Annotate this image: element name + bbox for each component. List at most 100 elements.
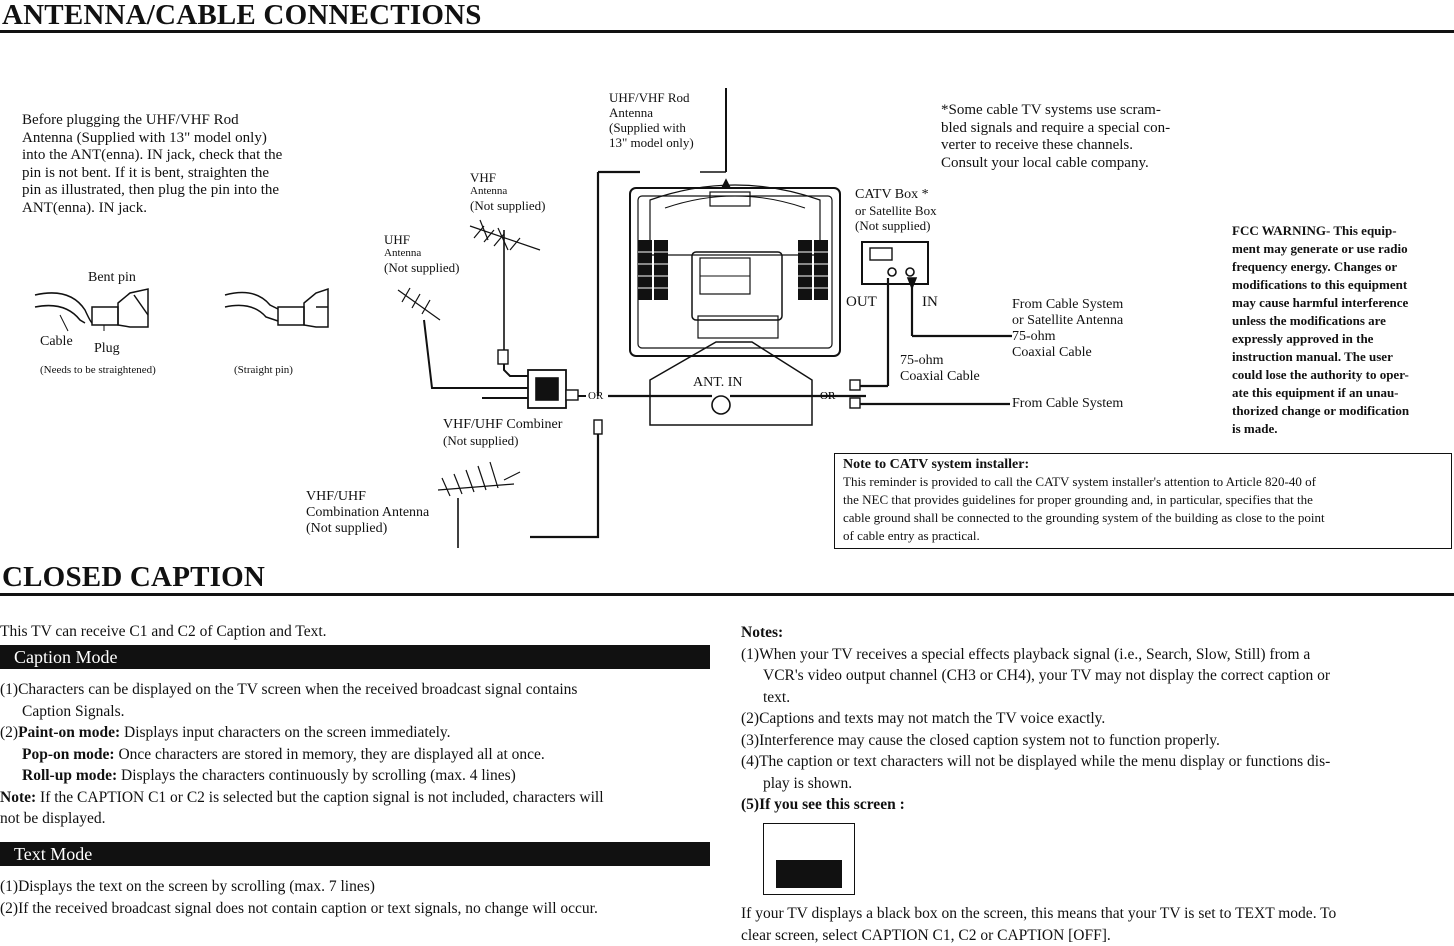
label-line: (Not supplied)	[470, 198, 545, 213]
intro-line: ANT(enna). IN jack.	[22, 200, 352, 218]
fcc-line: FCC WARNING- This equip-	[1232, 222, 1454, 240]
intro-line: pin as illustrated, then plug the pin in…	[22, 182, 352, 200]
fcc-line: ment may generate or use radio	[1232, 240, 1454, 258]
item-line: (2)Paint-on mode: Displays input charact…	[0, 722, 720, 744]
intro-line: Antenna (Supplied with 13" model only)	[22, 130, 352, 148]
from-cable-satellite-label: From Cable System or Satellite Antenna 7…	[1012, 297, 1123, 361]
fcc-line: frequency energy. Changes or	[1232, 258, 1454, 276]
needs-straightening-label: (Needs to be straightened)	[40, 364, 156, 377]
label-line: or Satellite Box	[855, 203, 937, 218]
explanation-line: If your TV displays a black box on the s…	[741, 903, 1453, 925]
item-line: Pop-on mode: Once characters are stored …	[0, 744, 720, 766]
fcc-line: could lose the authority to oper-	[1232, 366, 1454, 384]
label-line: VHF/UHF	[306, 489, 429, 505]
label-line: 13" model only)	[609, 135, 694, 150]
tv-screen-illustration	[763, 823, 855, 895]
note-line: play is shown.	[741, 773, 1451, 795]
fcc-line: may cause harmful interference	[1232, 294, 1454, 312]
bent-pin-label: Bent pin	[88, 270, 136, 286]
combiner-label: VHF/UHF Combiner (Not supplied)	[443, 417, 562, 448]
vhf-antenna-label: VHF Antenna (Not supplied)	[470, 170, 545, 213]
item-line: Roll-up mode: Displays the characters co…	[0, 765, 720, 787]
intro-paragraph: Before plugging the UHF/VHF Rod Antenna …	[22, 112, 352, 217]
fcc-line: ate this equipment if an unau-	[1232, 384, 1454, 402]
ant-in-label: ANT. IN	[693, 375, 743, 391]
fcc-line: modifications to this equipment	[1232, 276, 1454, 294]
text-mode-items: (1)Displays the text on the screen by sc…	[0, 876, 720, 919]
straight-pin-label: (Straight pin)	[234, 364, 293, 377]
text-mode-bar: Text Mode	[0, 842, 710, 866]
notes-block: Notes: (1)When your TV receives a specia…	[741, 622, 1451, 816]
in-label: IN	[922, 294, 938, 312]
label-line: Antenna	[470, 185, 545, 198]
note-line: Consult your local cable company.	[941, 155, 1170, 173]
label-line: VHF	[470, 170, 545, 185]
item-line: Caption Signals.	[0, 701, 720, 723]
note-line: (4)The caption or text characters will n…	[741, 751, 1451, 773]
note-line: (2)Captions and texts may not match the …	[741, 708, 1451, 730]
note-line: cable ground shall be connected to the g…	[843, 509, 1443, 527]
item-line: (2)If the received broadcast signal does…	[0, 898, 720, 920]
section-heading-antenna: ANTENNA/CABLE CONNECTIONS	[2, 0, 482, 30]
note-title: Note to CATV system installer:	[843, 457, 1443, 473]
label-line: UHF/VHF Rod	[609, 90, 694, 105]
label-line: (Not supplied)	[443, 433, 562, 448]
note-line: This reminder is provided to call the CA…	[843, 473, 1443, 491]
label-line: Coaxial Cable	[1012, 345, 1123, 361]
fcc-line: thorized change or modification	[1232, 402, 1454, 420]
label-line: (Supplied with	[609, 120, 694, 135]
fcc-warning: FCC WARNING- This equip- ment may genera…	[1232, 222, 1454, 438]
note-body: This reminder is provided to call the CA…	[843, 473, 1443, 545]
or-label-right: OR	[820, 390, 835, 403]
label-line: (Not supplied)	[306, 521, 429, 537]
note-line: (1)When your TV receives a special effec…	[741, 644, 1451, 666]
section-heading-caption: CLOSED CAPTION	[2, 562, 265, 592]
out-label: OUT	[846, 294, 877, 312]
rod-antenna-label: UHF/VHF Rod Antenna (Supplied with 13" m…	[609, 90, 694, 150]
catv-installer-note: Note to CATV system installer: This remi…	[834, 453, 1452, 549]
note-line: (3)Interference may cause the closed cap…	[741, 730, 1451, 752]
pop-on-term: Pop-on mode:	[22, 746, 115, 763]
note-line: VCR's video output channel (CH3 or CH4),…	[741, 665, 1451, 687]
label-line: Combination Antenna	[306, 505, 429, 521]
or-label-left: OR	[588, 390, 603, 403]
cable-label: Cable	[40, 334, 73, 350]
note-line: *Some cable TV systems use scram-	[941, 102, 1170, 120]
fcc-line: instruction manual. The user	[1232, 348, 1454, 366]
caption-mode-bar: Caption Mode	[0, 645, 710, 669]
heading-rule	[0, 593, 1454, 596]
note-term: Note:	[0, 789, 36, 806]
intro-line: pin is not bent. If it is bent, straight…	[22, 165, 352, 183]
item-line: not be displayed.	[0, 808, 720, 830]
note-line: the NEC that provides guidelines for pro…	[843, 491, 1443, 509]
caption-intro: This TV can receive C1 and C2 of Caption…	[0, 621, 327, 643]
item-number: (2)	[0, 724, 18, 741]
label-line: Antenna	[384, 247, 459, 260]
caption-mode-items: (1)Characters can be displayed on the TV…	[0, 679, 720, 830]
uhf-antenna-label: UHF Antenna (Not supplied)	[384, 232, 459, 275]
notes-title: Notes:	[741, 622, 1451, 644]
note-line: bled signals and require a special con-	[941, 120, 1170, 138]
scrambled-note: *Some cable TV systems use scram- bled s…	[941, 102, 1170, 172]
heading-rule	[0, 30, 1454, 33]
intro-line: Before plugging the UHF/VHF Rod	[22, 112, 352, 130]
combination-antenna-label: VHF/UHF Combination Antenna (Not supplie…	[306, 489, 429, 537]
note-line: text.	[741, 687, 1451, 709]
fcc-line: unless the modifications are	[1232, 312, 1454, 330]
label-line: 75-ohm	[900, 353, 980, 369]
item-line: Note: If the CAPTION C1 or C2 is selecte…	[0, 787, 720, 809]
item-line: (1)Displays the text on the screen by sc…	[0, 876, 720, 898]
fcc-line: expressly approved in the	[1232, 330, 1454, 348]
fcc-line: is made.	[1232, 420, 1454, 438]
label-line: VHF/UHF Combiner	[443, 417, 562, 433]
item-text: If the CAPTION C1 or C2 is selected but …	[36, 789, 603, 806]
roll-up-term: Roll-up mode:	[22, 767, 117, 784]
item-text: Once characters are stored in memory, th…	[115, 746, 545, 763]
label-line: UHF	[384, 232, 459, 247]
label-line: Coaxial Cable	[900, 369, 980, 385]
label-line: 75-ohm	[1012, 329, 1123, 345]
note-line: verter to receive these channels.	[941, 137, 1170, 155]
catv-box-label: CATV Box * or Satellite Box (Not supplie…	[855, 187, 937, 233]
coax-75-label: 75-ohm Coaxial Cable	[900, 353, 980, 385]
from-cable-label: From Cable System	[1012, 396, 1123, 412]
